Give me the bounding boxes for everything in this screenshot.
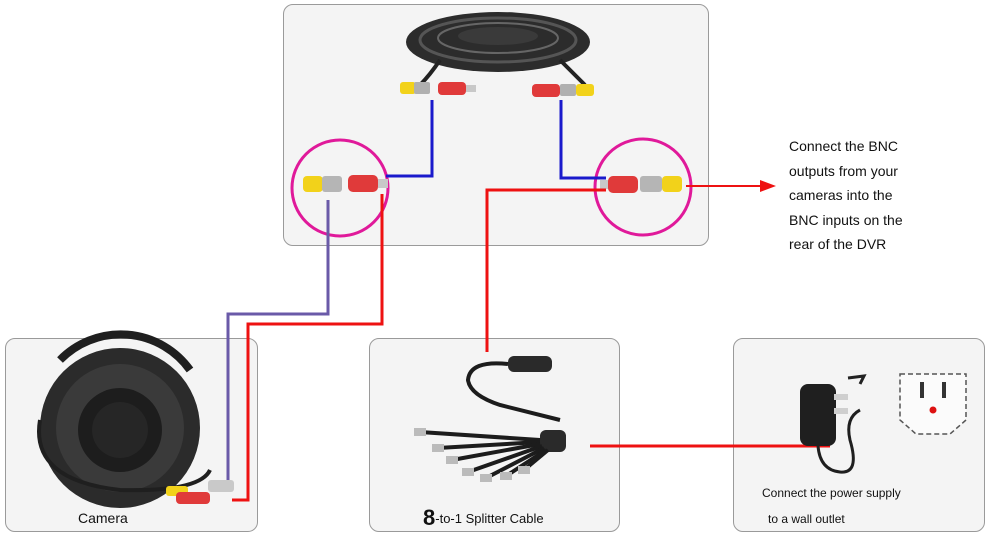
dvr-instruction-note: Connect the BNC outputs from your camera… xyxy=(789,134,979,257)
camera-label: Camera xyxy=(78,510,128,526)
note-line: Connect the BNC xyxy=(789,138,898,154)
splitter-panel xyxy=(369,338,620,532)
arrow-right-icon xyxy=(760,180,776,192)
splitter-label: 8-to-1 Splitter Cable xyxy=(423,505,544,531)
cable-panel xyxy=(283,4,709,246)
camera-panel xyxy=(5,338,258,532)
note-line: outputs from your xyxy=(789,162,898,179)
splitter-number: 8 xyxy=(423,505,436,530)
splitter-text: -to-1 Splitter Cable xyxy=(435,511,544,526)
power-panel xyxy=(733,338,985,532)
power-label-line2: to a wall outlet xyxy=(768,512,845,526)
note-line: BNC inputs on the xyxy=(789,211,903,228)
power-label-line1: Connect the power supply xyxy=(762,486,901,500)
note-line: rear of the DVR xyxy=(789,236,887,252)
note-line: cameras into the xyxy=(789,187,893,203)
